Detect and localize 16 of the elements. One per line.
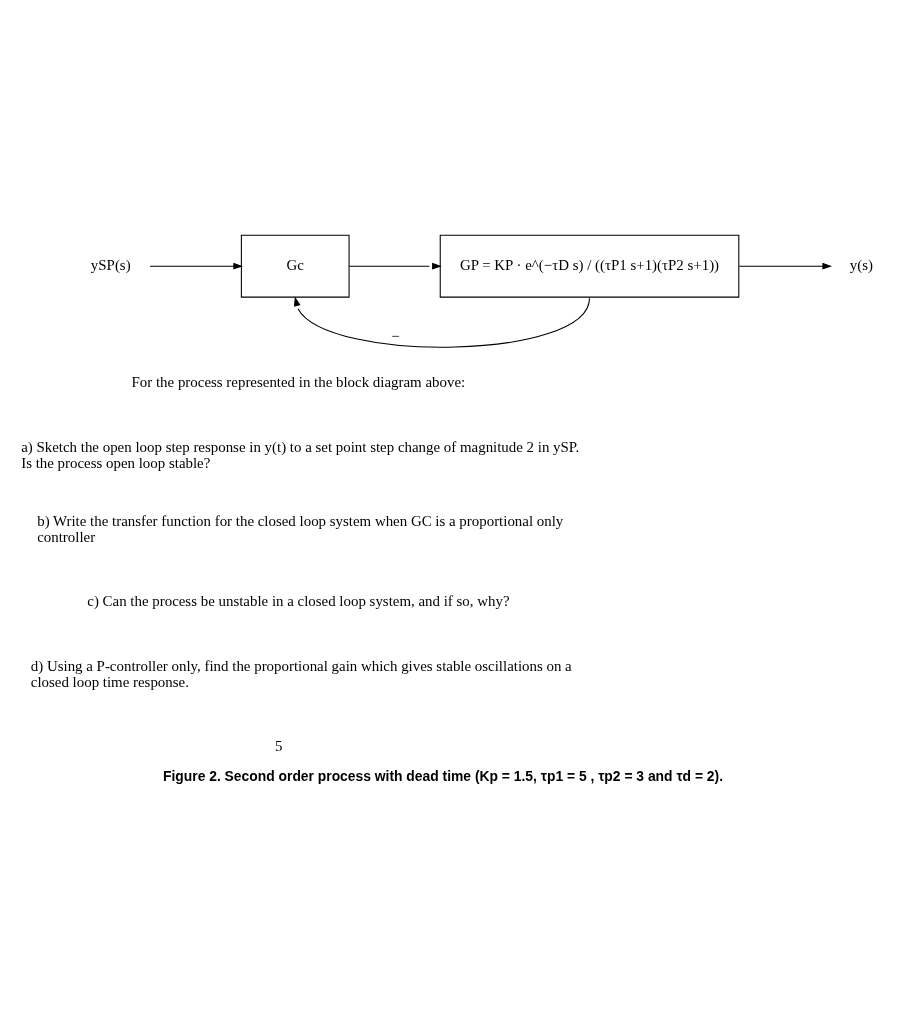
arrow	[149, 262, 243, 270]
label: b) Write the transfer function for the closed loop system when GC is a proportional only controller	[37, 512, 564, 544]
arrow	[293, 296, 591, 348]
edge-label: −	[391, 327, 400, 344]
label: d) Using a P-controller only, find the proportional gain which gives stable oscillations on a closed loop time response.	[30, 657, 572, 690]
node-box: Gc	[240, 234, 350, 298]
label: 5	[274, 737, 283, 754]
label: a) Sketch the open loop step response in y(t) to a set point step change of magnitude 2 in ySP. Is the process open loop stable?	[21, 438, 580, 471]
arrow	[348, 262, 442, 270]
label: For the process represented in the block diagram above:	[131, 373, 466, 390]
arrow	[738, 262, 833, 270]
node-text: ySP(s)	[90, 256, 131, 273]
node-text: y(s)	[849, 256, 874, 273]
label: c) Can the process be unstable in a closed loop system, and if so, why?	[87, 592, 510, 609]
caption: Figure 2. Second order process with dead time (Kp = 1.5, τp1 = 5 , τp2 = 3 and τd = 2).	[163, 767, 723, 784]
node-box: GP = KP · e^(−τD s) / ((τP1 s+1)(τP2 s+1))	[439, 234, 740, 298]
